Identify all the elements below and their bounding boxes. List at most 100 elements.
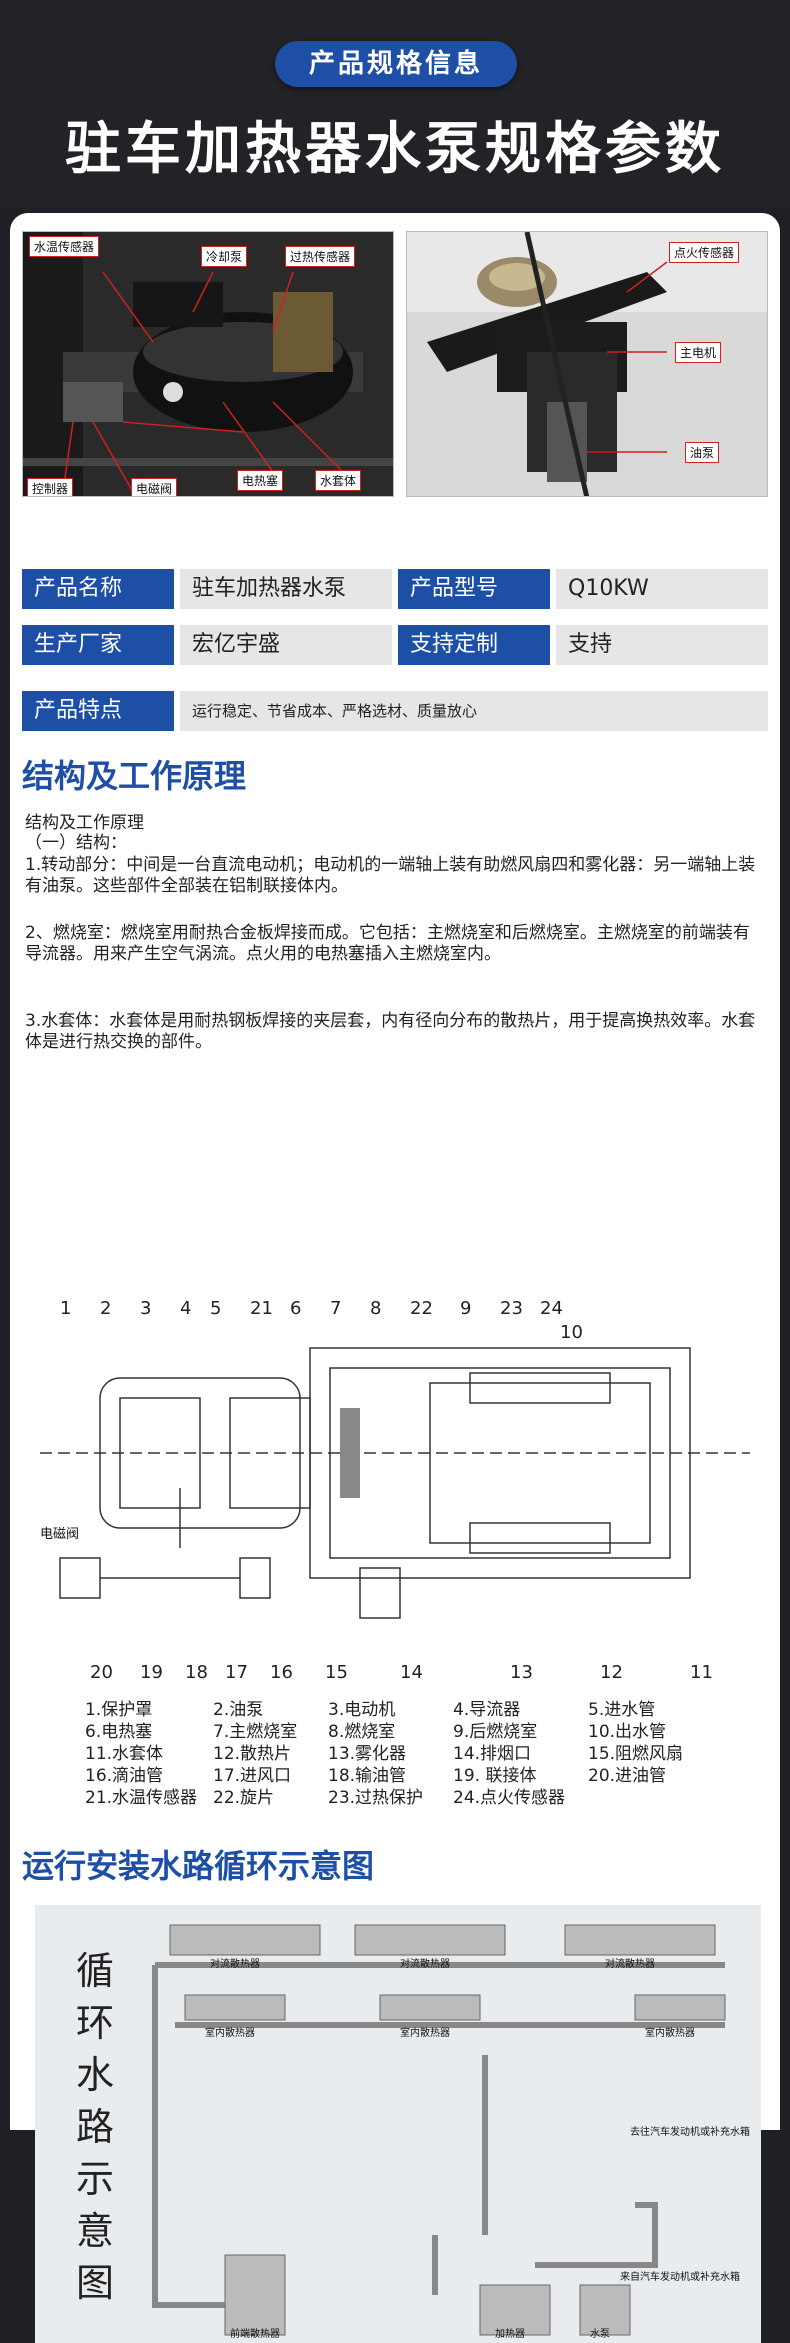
label-main-motor: 主电机 (675, 342, 722, 363)
legend-item: 11.水套体 (85, 1744, 164, 1764)
diagram-part-number: 18 (185, 1662, 208, 1683)
convector-3: 对流散热器 (605, 1957, 655, 1970)
legend-item: 19. 联接体 (453, 1766, 537, 1786)
vertical-title-char: 意 (75, 2209, 114, 2253)
label-overheat-sensor: 过热传感器 (285, 246, 356, 267)
legend-item: 23.过热保护 (328, 1788, 424, 1808)
legend-row: 1.保护罩 2.油泵 3.电动机 4.导流器 5.进水管 (85, 1699, 725, 1721)
diagram-part-number: 24 (540, 1298, 563, 1319)
convector-2: 对流散热器 (400, 1957, 450, 1970)
front-radiator: 前端散热器 (230, 2327, 280, 2340)
vertical-title-char: 循 (75, 1949, 114, 1993)
spec-value-model: Q10KW (556, 569, 768, 609)
diagram-part-number: 7 (330, 1298, 341, 1319)
structure-para-2: 2、燃烧室：燃烧室用耐热合金板焊接而成。它包括：主燃烧室和后燃烧室。主燃烧室的前… (25, 923, 750, 964)
diagram-part-number: 20 (90, 1662, 113, 1683)
heater-unit: 加热器 (495, 2327, 525, 2340)
legend-item: 24.点火传感器 (453, 1788, 566, 1808)
section-title-circuit: 运行安装水路循环示意图 (22, 1847, 375, 1885)
from-engine-label: 来自汽车发动机或补充水箱 (620, 2270, 740, 2283)
label-solenoid-valve: 电磁阀 (131, 478, 178, 496)
label-glow-plug: 电热塞 (237, 470, 284, 491)
legend-item: 15.阻燃风扇 (588, 1744, 684, 1764)
diagram-part-number: 15 (325, 1662, 348, 1683)
legend-item: 14.排烟口 (453, 1744, 532, 1764)
hero-banner: 产品规格信息 驻车加热器水泵规格参数 (0, 0, 790, 208)
legend-row: 11.水套体 12.散热片 13.雾化器 14.排烟口 15.阻燃风扇 (85, 1743, 725, 1765)
legend-item: 4.导流器 (453, 1700, 521, 1720)
legend-item: 5.进水管 (588, 1700, 656, 1720)
heater-photo-left: 水温传感器 冷却泵 过热传感器 电热塞 水套体 控制器 电磁阀 (22, 231, 394, 497)
diagram-part-number: 5 (210, 1298, 221, 1319)
content-card: 水温传感器 冷却泵 过热传感器 电热塞 水套体 控制器 电磁阀 点火传感器 主电… (10, 213, 780, 2343)
diagram-part-number: 13 (510, 1662, 533, 1683)
motor-illustration (407, 232, 767, 496)
legend-item: 18.输油管 (328, 1766, 407, 1786)
legend-item (588, 1787, 718, 1809)
vertical-title-char: 水 (75, 2053, 114, 2097)
structure-subtitle: 结构及工作原理 (25, 813, 144, 833)
spec-label-custom: 支持定制 (398, 625, 550, 665)
indoor-radiator-3: 室内散热器 (645, 2026, 695, 2039)
heater-photo-right: 点火传感器 主电机 油泵 (406, 231, 768, 497)
legend-item: 7.主燃烧室 (213, 1722, 298, 1742)
spec-label-model: 产品型号 (398, 569, 550, 609)
legend-item: 8.燃烧室 (328, 1722, 396, 1742)
spec-value-name: 驻车加热器水泵 (180, 569, 392, 609)
diagram-part-number: 21 (250, 1298, 273, 1319)
legend-item: 12.散热片 (213, 1744, 292, 1764)
section-badge: 产品规格信息 (275, 41, 517, 87)
diagram-part-number: 9 (460, 1298, 471, 1319)
spec-label-manufacturer: 生产厂家 (22, 625, 174, 665)
diagram-valve-label: 电磁阀 (40, 1527, 79, 1542)
indoor-radiator-1: 室内散热器 (205, 2026, 255, 2039)
diagram-part-number: 2 (100, 1298, 111, 1319)
heater-illustration (23, 232, 393, 496)
diagram-part-number: 1 (60, 1298, 71, 1319)
legend-item: 20.进油管 (588, 1766, 667, 1786)
indoor-radiator-2: 室内散热器 (400, 2026, 450, 2039)
diagram-legend: 1.保护罩 2.油泵 3.电动机 4.导流器 5.进水管 6.电热塞 7.主燃烧室 8.燃烧室… (85, 1699, 725, 1809)
diagram-part-number: 17 (225, 1662, 248, 1683)
page-title: 驻车加热器水泵规格参数 (65, 117, 725, 182)
diagram-part-number: 3 (140, 1298, 151, 1319)
vertical-title-char: 路 (75, 2105, 114, 2149)
diagram-part-number: 4 (180, 1298, 191, 1319)
structure-sub2: （一）结构： (25, 833, 127, 853)
structure-para-1: 1.转动部分：中间是一台直流电动机；电动机的一端轴上装有助燃风扇四和雾化器：另一… (25, 855, 756, 896)
legend-item: 21.水温传感器 (85, 1788, 198, 1808)
legend-row: 21.水温传感器 22.旋片 23.过热保护 24.点火传感器 (85, 1787, 725, 1809)
diagram-part-number: 12 (600, 1662, 623, 1683)
label-controller: 控制器 (27, 478, 74, 496)
diagram-part-number: 22 (410, 1298, 433, 1319)
spec-label-features: 产品特点 (22, 691, 174, 731)
vertical-title-char: 环 (75, 2001, 114, 2045)
legend-item: 3.电动机 (328, 1700, 396, 1720)
circuit-vertical-title: 循环水路示意图 (73, 1945, 117, 2309)
legend-item: 22.旋片 (213, 1788, 275, 1808)
vertical-title-char: 图 (75, 2261, 114, 2305)
circuit-schematic: 对流散热器 对流散热器 对流散热器 室内散热器 室内散热器 室内散热器 前端散热… (152, 1924, 750, 2340)
spec-value-features: 运行稳定、节省成本、严格选材、质量放心 (180, 691, 768, 731)
structure-para-3: 3.水套体：水套体是用耐热钢板焊接的夹层套，内有径向分布的散热片，用于提高换热效… (25, 1011, 756, 1052)
spec-label-name: 产品名称 (22, 569, 174, 609)
diagram-part-number: 16 (270, 1662, 293, 1683)
diagram-part-number: 10 (560, 1322, 583, 1343)
diagram-part-number: 11 (690, 1662, 713, 1683)
label-oil-pump: 油泵 (685, 442, 720, 463)
legend-item: 1.保护罩 (85, 1700, 153, 1720)
diagram-part-number: 6 (290, 1298, 301, 1319)
legend-item: 13.雾化器 (328, 1744, 407, 1764)
water-pump: 水泵 (590, 2328, 610, 2340)
spec-value-custom: 支持 (556, 625, 768, 665)
diagram-part-number: 23 (500, 1298, 523, 1319)
vertical-title-char: 示 (75, 2157, 114, 2201)
diagram-part-number: 8 (370, 1298, 381, 1319)
legend-item: 2.油泵 (213, 1700, 264, 1720)
water-circuit-diagram: 循环水路示意图 对流散热器 对流散热器 (35, 1905, 761, 2343)
legend-item: 6.电热塞 (85, 1722, 153, 1742)
section-title-structure: 结构及工作原理 (22, 757, 247, 795)
